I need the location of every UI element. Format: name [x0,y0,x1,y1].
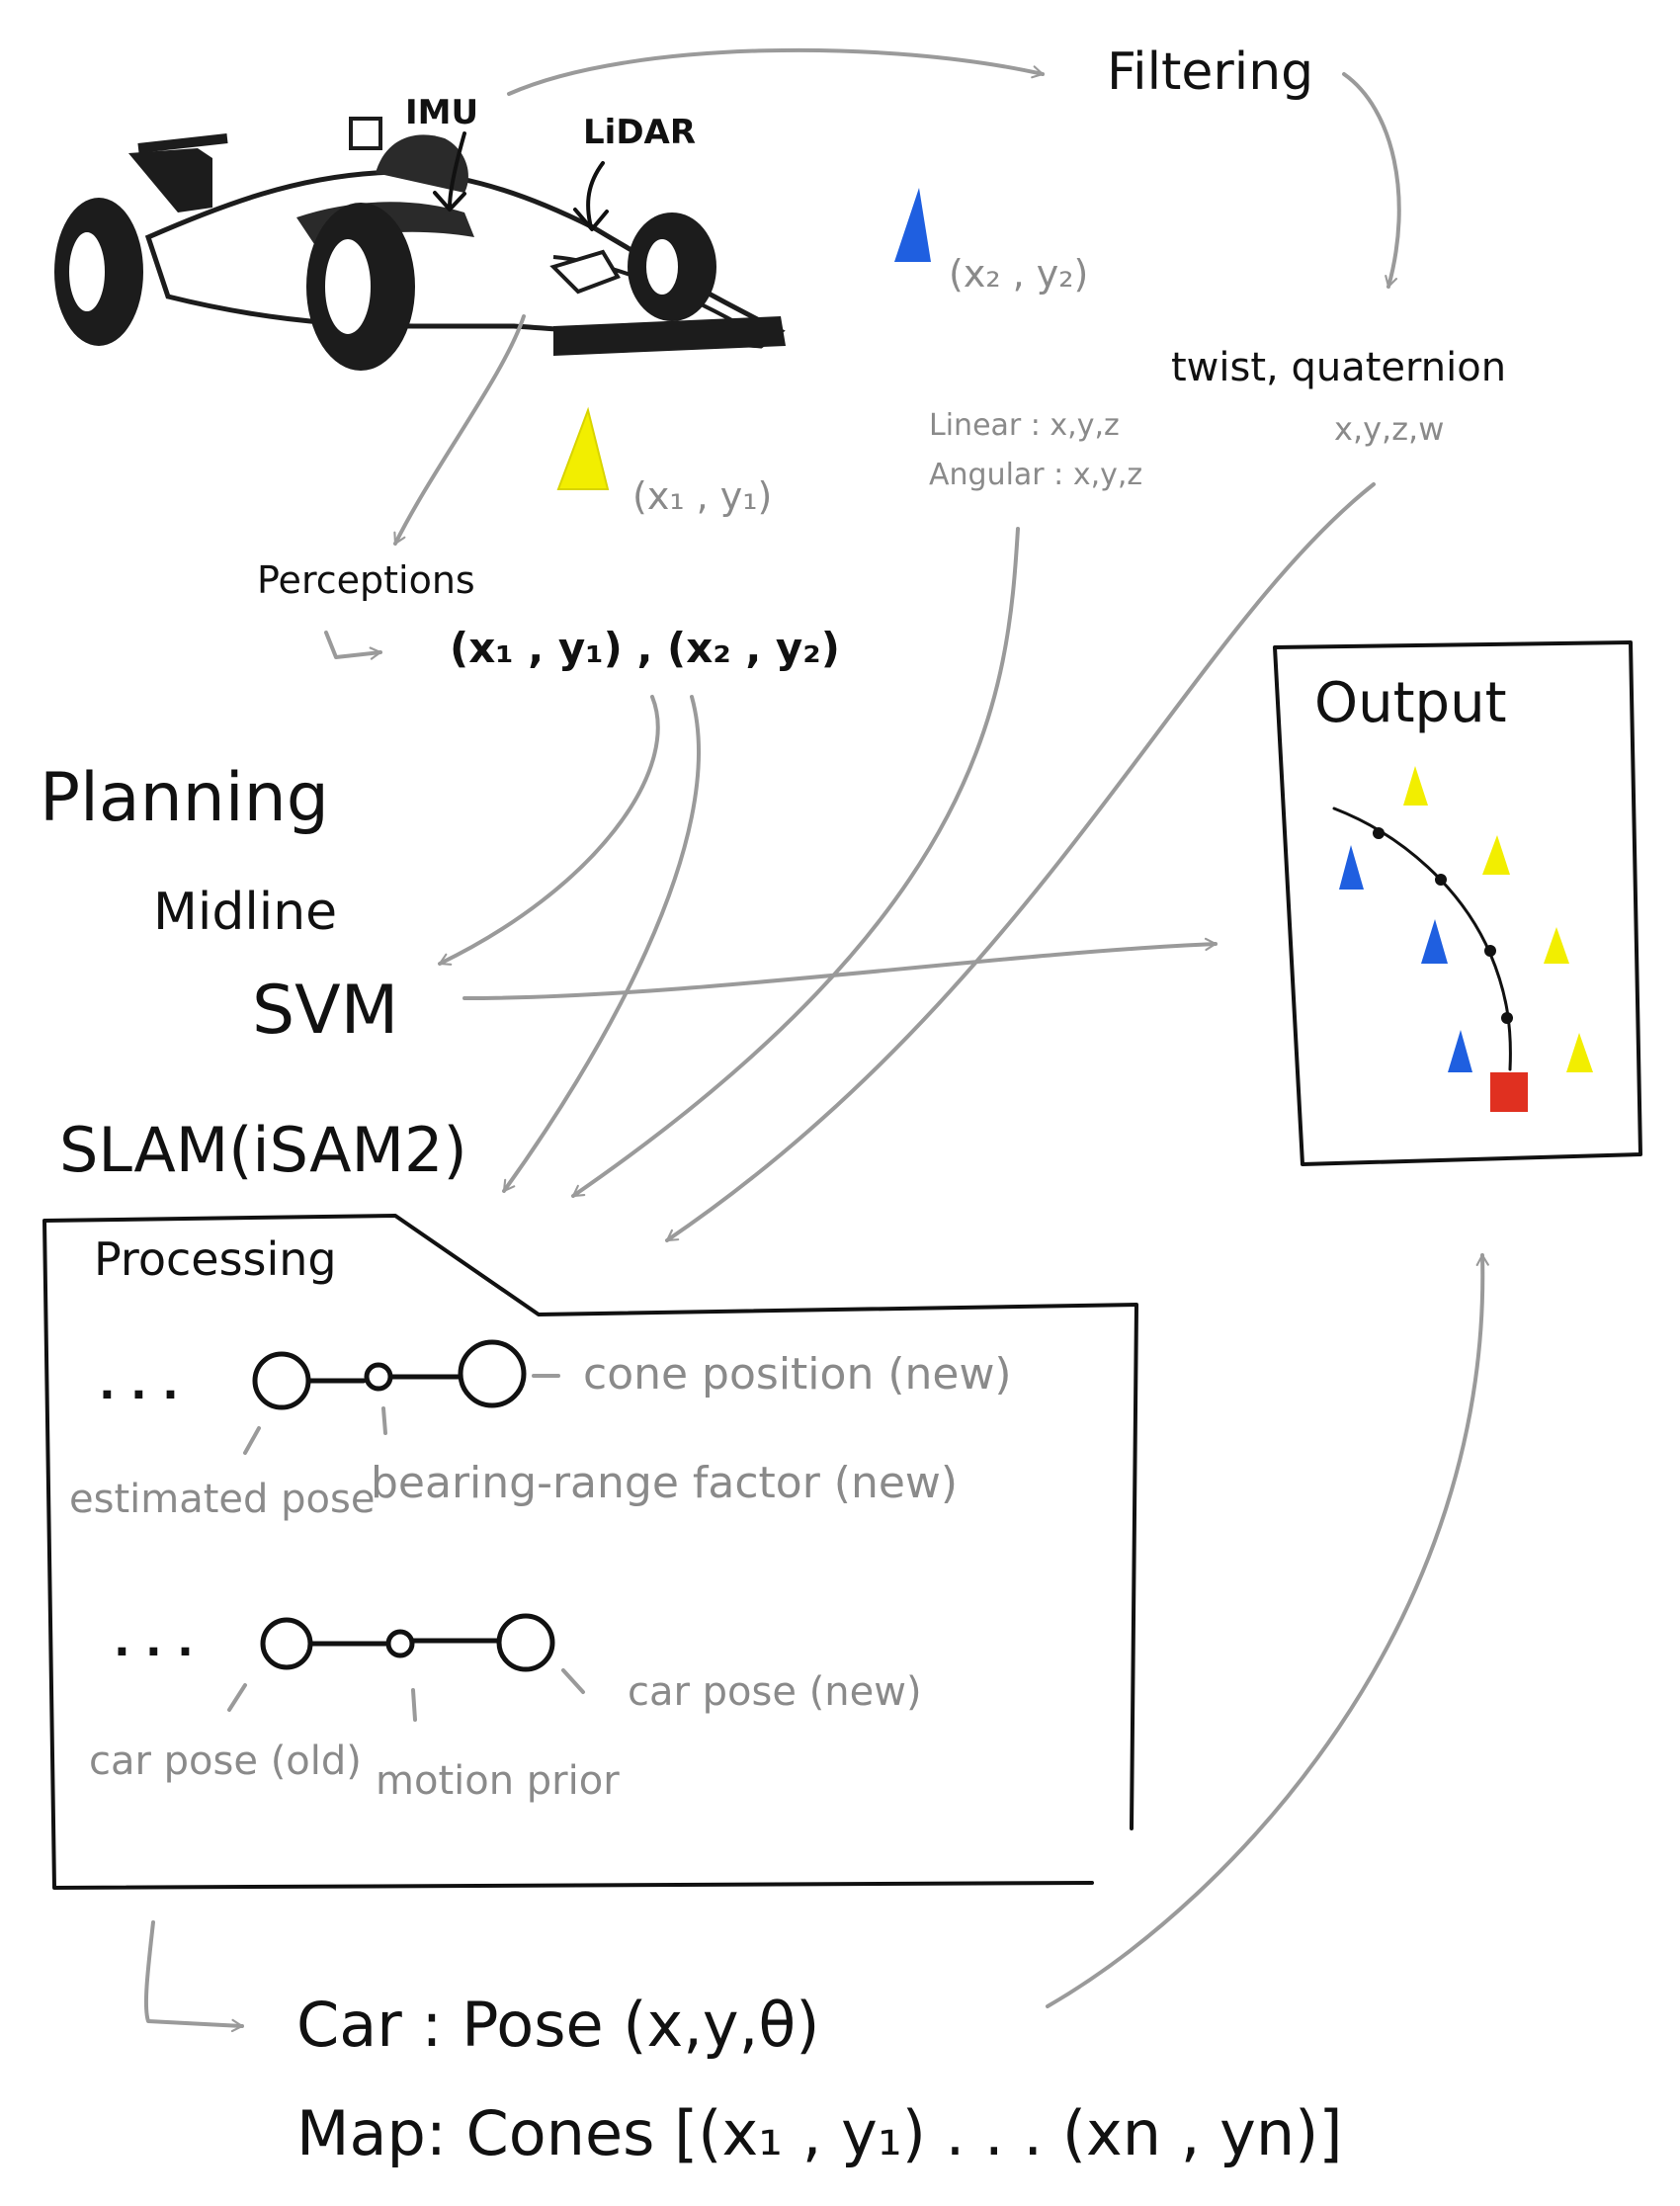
car-pose-old-label: car pose (old) [89,1739,362,1784]
cone-position-label: cone position (new) [583,1349,1012,1400]
planning-title: Planning [40,759,329,837]
slam-title: SLAM(iSAM2) [59,1114,467,1186]
factor-graph-row1 [243,1339,560,1455]
perceptions-values: (x₁ , y₁) , (x₂ , y₂) [450,624,840,672]
processing-box [42,1214,1138,1890]
twist-to-slam-arrow [571,527,1020,1198]
quaternion-components-label: x,y,z,w [1334,410,1444,448]
imu-pointer-arrow [433,131,466,212]
midline-label: Midline [153,883,337,942]
processing-to-results-arrow [143,1920,245,2033]
blue-cone-icon [894,188,931,262]
output-title: Output [1314,671,1507,735]
lidar-label: LiDAR [583,113,696,152]
cone1-label: (x₁ , y₁) [632,474,772,518]
yellow-cone-icon [556,406,610,490]
perceptions-to-svm-arrow [438,695,660,966]
svm-label: SVM [252,972,398,1050]
lidar-pointer-arrow [573,161,609,231]
race-car-icon [54,117,786,371]
output-track-map [1332,766,1593,1112]
motion-prior-label: motion prior [376,1758,620,1804]
output-box [1273,640,1642,1166]
cone2-label: (x₂ , y₂) [949,252,1088,296]
results-to-output-arrow [1046,1252,1489,2008]
row2-dots: . . . [114,1616,194,1666]
lidar-to-perceptions-arrow [393,314,526,546]
bearing-range-label: bearing-range factor (new) [371,1458,958,1508]
perceptions-title: Perceptions [257,558,475,602]
linear-label: Linear : x,y,z [929,408,1120,443]
imu-to-filtering-arrow [507,47,1046,96]
angular-label: Angular : x,y,z [929,458,1142,492]
factor-graph-row2 [227,1613,585,1722]
car-pose-new-label: car pose (new) [628,1669,922,1715]
processing-title: Processing [94,1232,337,1286]
estimated-pose-label: estimated pose [69,1477,375,1522]
imu-label: IMU [405,93,478,132]
perceptions-bracket-arrow [324,631,383,660]
twist-quaternion-label: twist, quaternion [1171,345,1506,390]
filtering-title: Filtering [1107,42,1313,102]
car-pose-result: Car : Pose (x,y,θ) [296,1989,819,2061]
quaternion-to-slam-arrow [665,482,1376,1242]
perceptions-to-slam-arrow [502,695,702,1193]
filtering-to-twist-arrow [1342,72,1401,290]
svm-to-output-arrow [462,937,1218,1000]
row1-dots: . . . [99,1359,179,1409]
map-result: Map: Cones [(x₁ , y₁) . . . (xn , yn)] [296,2097,1343,2169]
